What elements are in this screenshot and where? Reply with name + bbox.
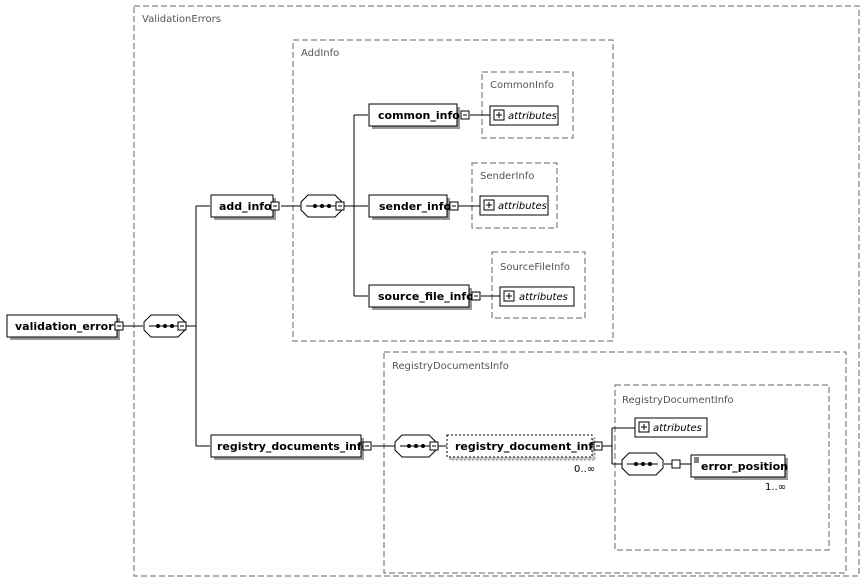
element-sender-info[interactable]: sender_info [368, 194, 459, 220]
attributes-label: attributes [653, 423, 702, 434]
attributes-sender-info[interactable]: attributes [479, 195, 549, 216]
element-error-position[interactable]: error_position 1..∞ [690, 454, 788, 493]
registry-documents-info-frame [383, 351, 847, 574]
add-info-frame-label: AddInfo [301, 48, 339, 59]
element-label: add_info [219, 200, 272, 213]
element-label: error_position [701, 460, 788, 473]
sequence-compositor-root [143, 314, 187, 338]
attributes-label: attributes [519, 292, 568, 303]
sequence-compositor-registry-document [621, 452, 681, 476]
sequence-compositor-registry-documents [394, 434, 439, 458]
sender-info-frame-label: SenderInfo [480, 171, 534, 182]
attributes-label: attributes [508, 111, 557, 122]
element-label: registry_document_info [455, 440, 601, 453]
registry-documents-info-frame-label: RegistryDocumentsInfo [392, 361, 509, 372]
registry-document-info-frame [614, 384, 830, 551]
multiplicity-label: 1..∞ [765, 482, 786, 493]
element-validation-errors[interactable]: validation_errors [6, 314, 124, 340]
source-file-info-frame-label: SourceFileInfo [500, 262, 570, 273]
registry-document-info-frame-label: RegistryDocumentInfo [622, 395, 734, 406]
element-common-info[interactable]: common_info [368, 103, 470, 129]
sender-info-frame [471, 162, 558, 229]
element-label: source_file_info [378, 290, 474, 303]
element-label: common_info [378, 109, 460, 122]
sequence-compositor-add-info [300, 194, 345, 218]
attributes-source-file-info[interactable]: attributes [499, 286, 575, 307]
source-file-info-frame [491, 251, 586, 319]
common-info-frame-label: CommonInfo [490, 80, 554, 91]
element-registry-document-info[interactable]: registry_document_info 0..∞ [446, 434, 603, 475]
element-add-info[interactable]: add_info [210, 194, 280, 220]
element-label: registry_documents_info [217, 440, 370, 453]
validation-errors-frame-label: ValidationErrors [142, 14, 221, 25]
element-label: sender_info [379, 200, 451, 213]
attributes-label: attributes [498, 201, 547, 212]
multiplicity-label: 0..∞ [574, 464, 595, 475]
attributes-common-info[interactable]: attributes [489, 105, 559, 126]
element-registry-documents-info[interactable]: registry_documents_info [210, 434, 372, 460]
element-source-file-info[interactable]: source_file_info [368, 284, 481, 310]
add-info-frame [292, 39, 614, 342]
validation-errors-frame [133, 5, 860, 577]
common-info-frame [481, 71, 574, 139]
element-label: validation_errors [15, 320, 121, 333]
attributes-registry-document-info[interactable]: attributes [634, 417, 708, 438]
